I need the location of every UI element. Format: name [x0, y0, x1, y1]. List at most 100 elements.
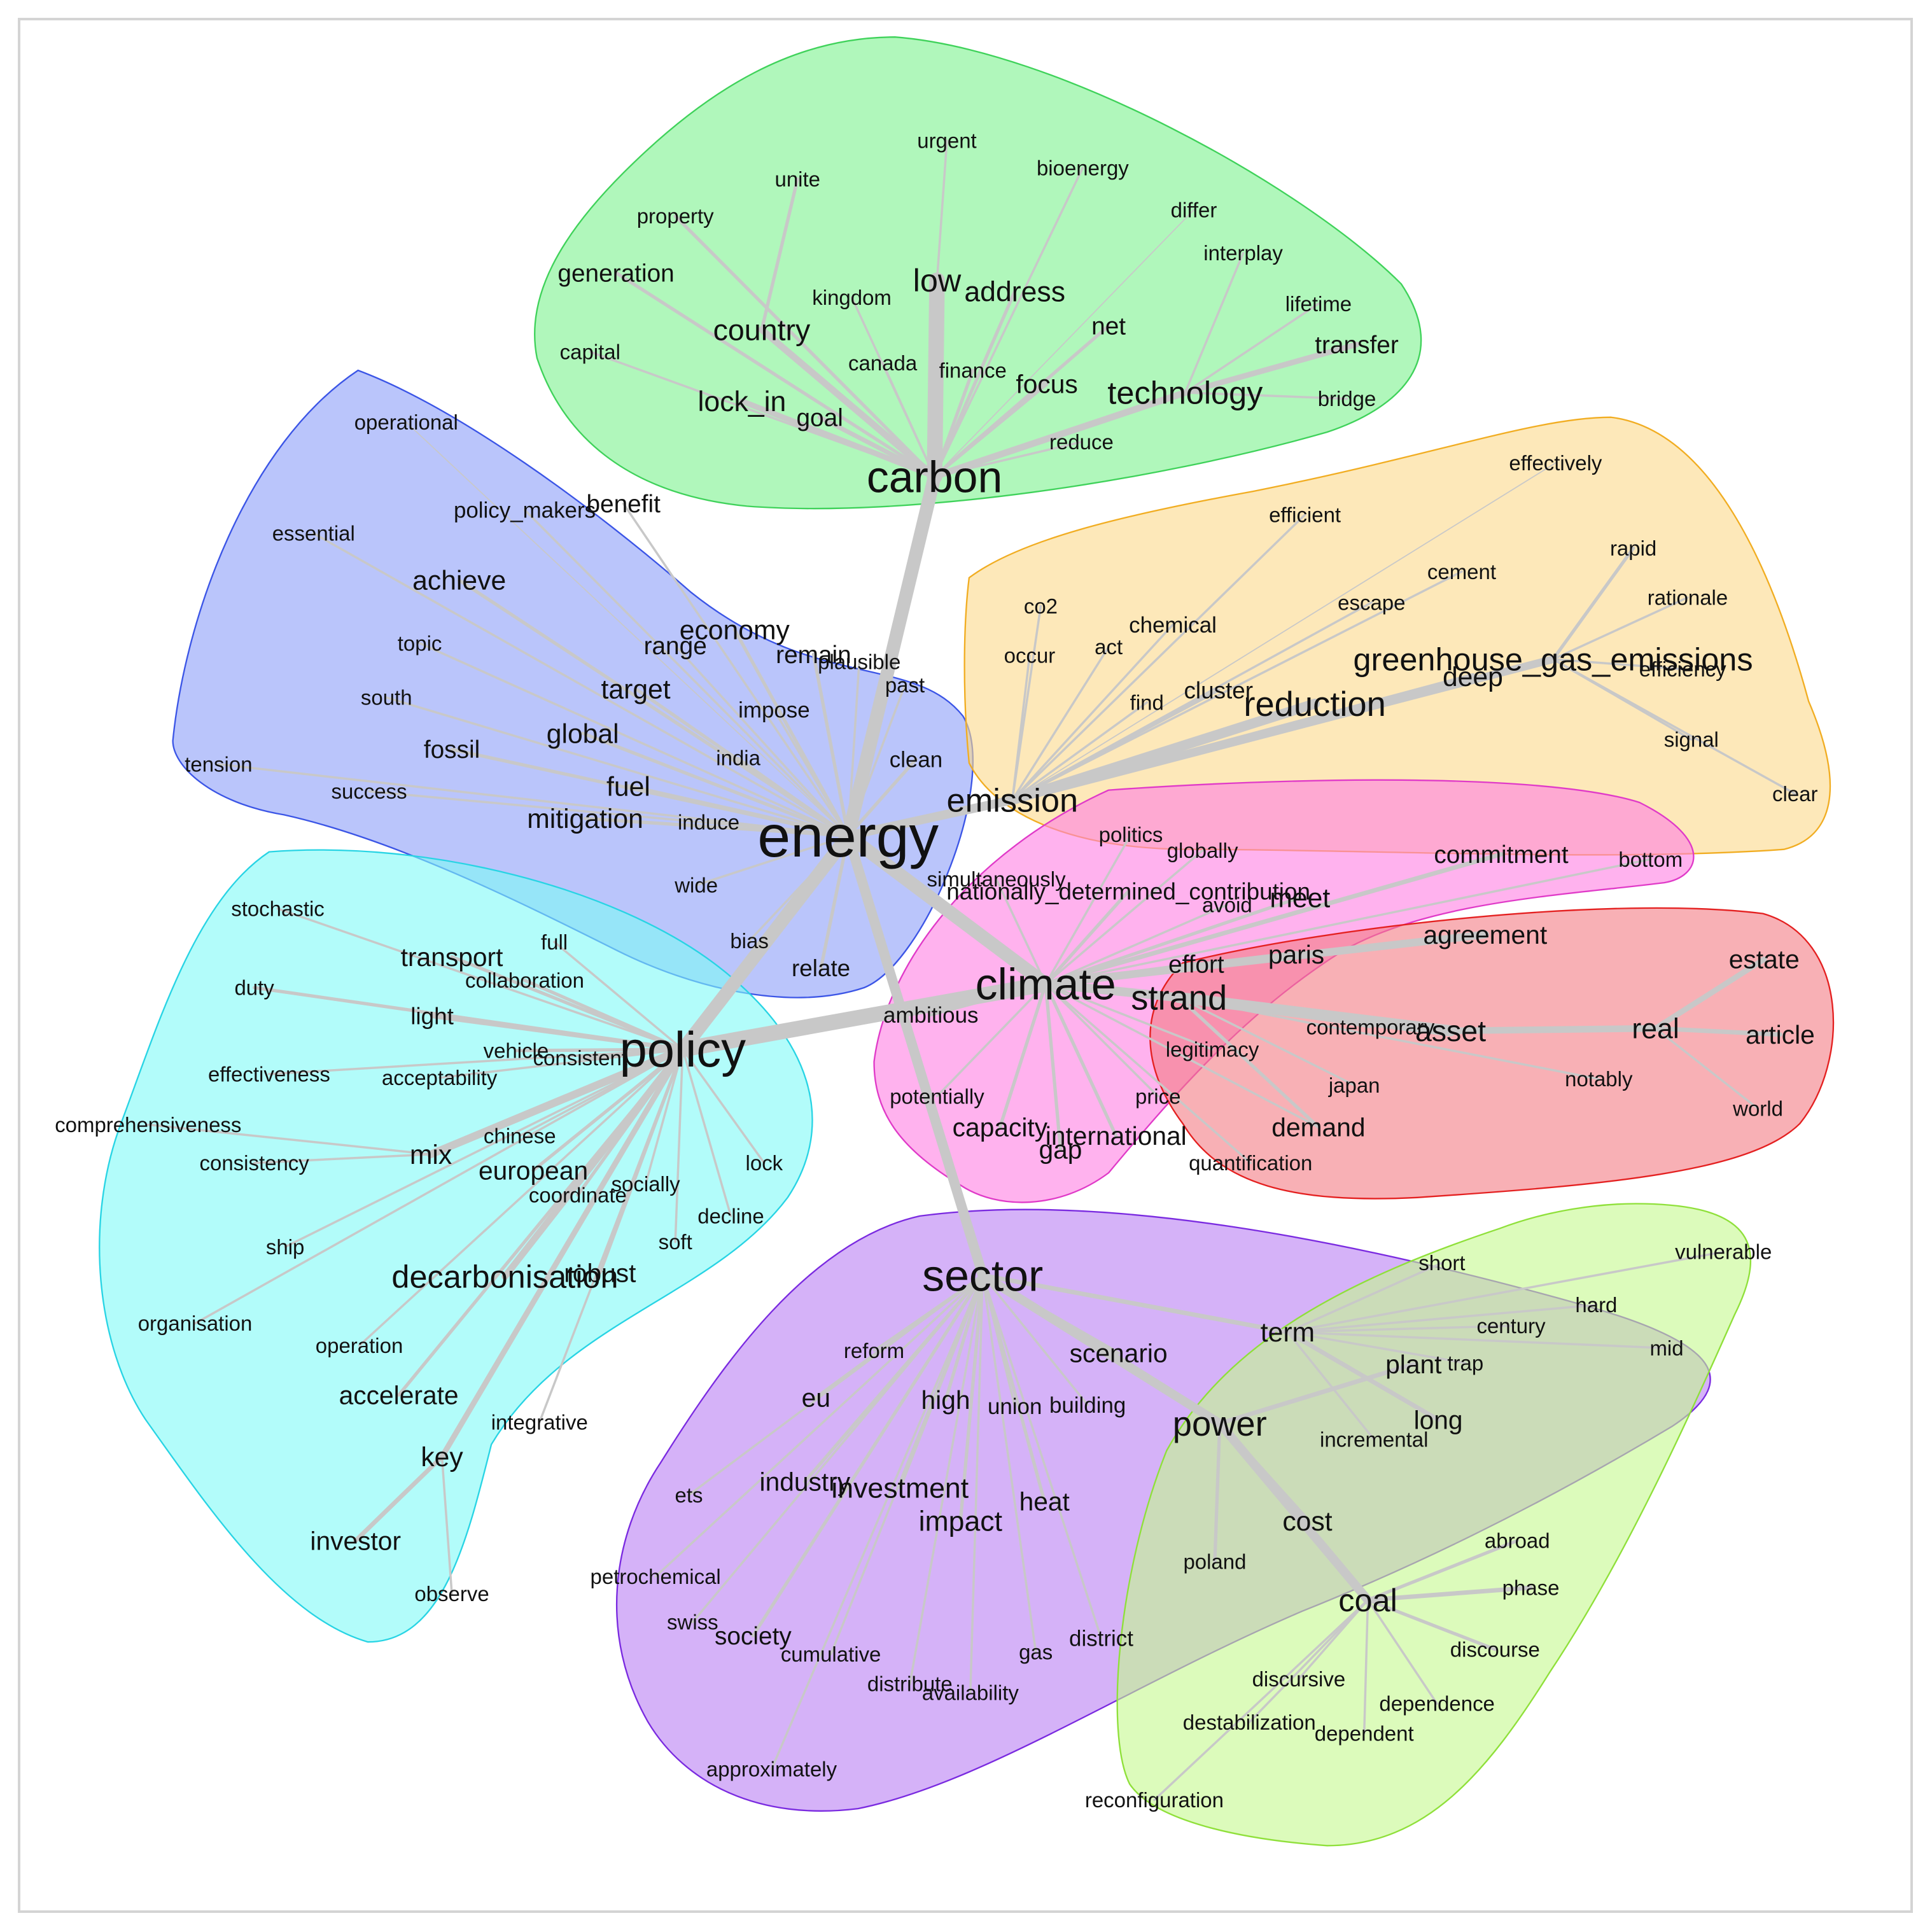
word-label-agreement: agreement: [1423, 920, 1547, 949]
edge-energy-achieve: [458, 578, 850, 837]
edge-greenhouse_gas_emissions-efficiency: [1551, 658, 1684, 671]
word-label-petrochemical: petrochemical: [591, 1565, 721, 1588]
hub-label-emission: emission: [946, 782, 1078, 819]
edge-carbon-address: [932, 290, 1017, 479]
edge-emission-co2: [1011, 605, 1042, 801]
edge-climate-meet: [1044, 895, 1302, 986]
hub-label-energy: energy: [757, 803, 939, 869]
edge-policy-effectiveness: [268, 1048, 684, 1075]
edge-carbon-low: [927, 272, 945, 485]
edge-climate-politics: [1044, 833, 1132, 985]
edge-energy-climate: [841, 829, 1053, 991]
word-label-interplay: interplay: [1203, 241, 1283, 265]
word-label-article: article: [1746, 1020, 1815, 1049]
word-label-finance: finance: [939, 359, 1007, 382]
word-label-policy-makers: policy_makers: [454, 498, 596, 522]
edge-coal-reconfiguration: [1153, 1599, 1369, 1802]
edge-mix-consistency: [253, 1153, 432, 1165]
edge-carbon-generation: [614, 271, 937, 479]
word-label-legitimacy: legitimacy: [1166, 1038, 1259, 1061]
edge-energy-topic: [418, 641, 850, 837]
word-label-globally: globally: [1167, 839, 1238, 862]
word-label-full: full: [541, 930, 568, 954]
word-label-comprehensiveness: comprehensiveness: [55, 1113, 241, 1137]
word-label-dependent: dependent: [1315, 1721, 1414, 1745]
word-label-signal: signal: [1664, 728, 1719, 752]
edge-policy-ship: [284, 1048, 684, 1249]
edge-policy-european: [531, 1047, 685, 1172]
edge-carbon-country: [758, 326, 938, 480]
word-label-decline: decline: [697, 1204, 764, 1228]
hub-label-power: power: [1173, 1404, 1267, 1443]
edge-policy-organisation: [193, 1048, 684, 1325]
edge-climate-international: [1044, 982, 1118, 1138]
edge-energy-economy: [732, 627, 850, 837]
word-label-fossil: fossil: [424, 736, 480, 764]
word-label-vehicle: vehicle: [484, 1039, 549, 1062]
edge-emission-act: [1011, 645, 1110, 801]
edge-policy-soft: [674, 1048, 684, 1243]
hub-label-carbon: carbon: [867, 452, 1003, 501]
edge-carbon-property: [673, 214, 937, 479]
edge-emission-deep: [1009, 673, 1476, 804]
word-label-escape: escape: [1338, 591, 1405, 614]
edge-policy-vehicle: [514, 1047, 685, 1053]
edge-policy-collaboration: [522, 978, 685, 1051]
edge-strand-japan: [1177, 996, 1355, 1087]
edge-carbon-capital: [589, 351, 936, 478]
word-label-swiss: swiss: [667, 1611, 718, 1634]
word-label-plausible: plausible: [818, 650, 900, 673]
word-label-industry: industry: [760, 1467, 851, 1496]
word-label-district: district: [1069, 1627, 1133, 1651]
word-label-ets: ets: [675, 1483, 703, 1507]
edge-sector-society: [751, 1273, 984, 1638]
edge-energy-relate: [819, 834, 850, 970]
edge-term-vulnerable: [1286, 1250, 1725, 1334]
word-label-relate: relate: [792, 955, 850, 981]
edge-climate-globally: [1044, 849, 1204, 985]
edge-sector-impact: [958, 1273, 984, 1523]
word-label-effectiveness: effectiveness: [208, 1062, 330, 1086]
word-label-gap: gap: [1039, 1135, 1082, 1164]
word-label-trap: trap: [1447, 1351, 1483, 1375]
word-label-greenhouse-gas-emissions: greenhouse_gas_emissions: [1353, 641, 1753, 678]
word-label-destabilization: destabilization: [1183, 1711, 1316, 1734]
edge-greenhouse_gas_emissions-clear: [1551, 658, 1796, 795]
edge-sector-availability: [969, 1274, 984, 1694]
word-label-collaboration: collaboration: [465, 969, 584, 992]
word-label-investor: investor: [310, 1526, 401, 1555]
word-label-avoid: avoid: [1202, 893, 1252, 917]
edge-carbon-reduce: [933, 440, 1083, 478]
word-label-clean: clean: [890, 747, 942, 772]
edge-asset-real: [1447, 1025, 1659, 1035]
word-label-effectively: effectively: [1509, 451, 1602, 475]
word-label-acceptability: acceptability: [382, 1066, 498, 1089]
edge-technology-bridge: [1184, 391, 1348, 400]
word-label-ambitious: ambitious: [883, 1003, 978, 1028]
word-label-coordinate: coordinate: [529, 1183, 627, 1207]
word-label-japan: japan: [1328, 1074, 1380, 1097]
word-label-clear: clear: [1772, 782, 1817, 806]
word-label-operational: operational: [354, 410, 458, 434]
edge-strand-demand: [1177, 995, 1320, 1129]
edge-strand-asset: [1173, 991, 1457, 1037]
word-label-gas: gas: [1019, 1640, 1053, 1663]
word-label-cost: cost: [1282, 1506, 1332, 1537]
edge-climate-potentially: [935, 983, 1047, 1098]
word-label-focus: focus: [1016, 370, 1077, 399]
edge-policy-decline: [682, 1048, 732, 1217]
word-label-transfer: transfer: [1315, 332, 1399, 359]
edge-energy-success: [368, 790, 850, 837]
word-label-distribute: distribute: [867, 1672, 953, 1696]
edge-energy-wide: [695, 834, 850, 886]
word-label-robust: robust: [564, 1258, 636, 1287]
hub-label-coal: coal: [1338, 1582, 1397, 1618]
word-label-mitigation: mitigation: [527, 804, 643, 834]
word-label-ship: ship: [266, 1235, 304, 1259]
word-label-fuel: fuel: [606, 772, 650, 802]
word-label-operation: operation: [316, 1334, 403, 1357]
cluster-hull-strand: [1149, 907, 1834, 1200]
word-label-lock: lock: [746, 1151, 783, 1175]
edge-energy-benefit: [622, 502, 850, 837]
word-label-price: price: [1135, 1084, 1180, 1108]
